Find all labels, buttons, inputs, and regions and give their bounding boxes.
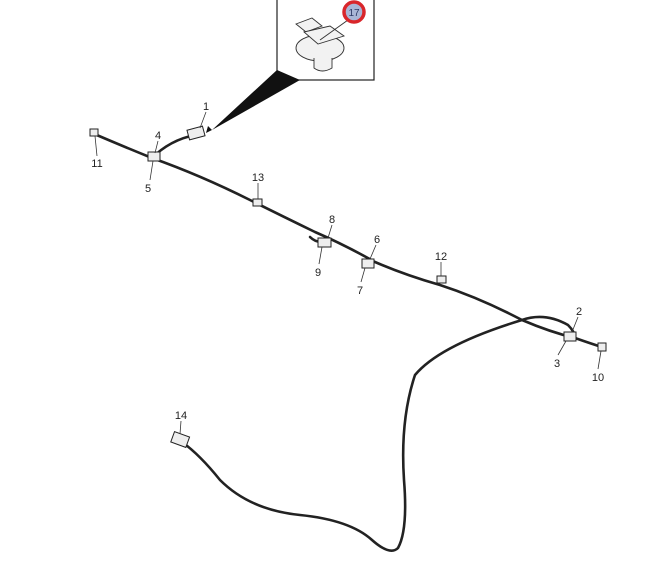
clip-part-17-drawing	[295, 17, 349, 72]
connector-4-5	[147, 151, 161, 162]
connector-6-7	[361, 258, 375, 269]
clip-13	[252, 198, 263, 207]
connector-10	[597, 342, 607, 352]
label-part-11[interactable]: 11	[91, 158, 102, 170]
connector-2-3	[563, 331, 577, 342]
label-part-14[interactable]: 14	[175, 410, 187, 422]
part-number-labels: 1 4 5 11 13 8 9 6 7 12 2 3 10 14	[91, 101, 604, 422]
label-part-8[interactable]: 8	[329, 214, 335, 226]
label-part-12[interactable]: 12	[435, 251, 447, 263]
label-part-9[interactable]: 9	[315, 267, 321, 279]
callout-pointer	[212, 70, 300, 130]
harness-wires	[90, 131, 607, 552]
label-part-4[interactable]: 4	[155, 130, 161, 142]
label-part-7[interactable]: 7	[357, 285, 363, 297]
badge-number: 17	[348, 8, 360, 19]
connector-11	[89, 128, 99, 137]
part-badge-17[interactable]: 17	[342, 0, 366, 24]
label-part-3[interactable]: 3	[554, 358, 560, 370]
label-part-1[interactable]: 1	[203, 101, 209, 113]
connector-8-9	[317, 237, 332, 248]
label-part-2[interactable]: 2	[576, 306, 582, 318]
leader-lines	[94, 111, 602, 435]
label-part-5[interactable]: 5	[145, 183, 151, 195]
clip-12	[436, 275, 447, 284]
connectors	[89, 125, 607, 449]
detail-inset: 17	[206, 0, 375, 133]
label-part-13[interactable]: 13	[252, 172, 264, 184]
label-part-6[interactable]: 6	[374, 234, 380, 246]
connector-1	[186, 125, 206, 141]
connector-14	[170, 430, 191, 449]
label-part-10[interactable]: 10	[592, 372, 604, 384]
